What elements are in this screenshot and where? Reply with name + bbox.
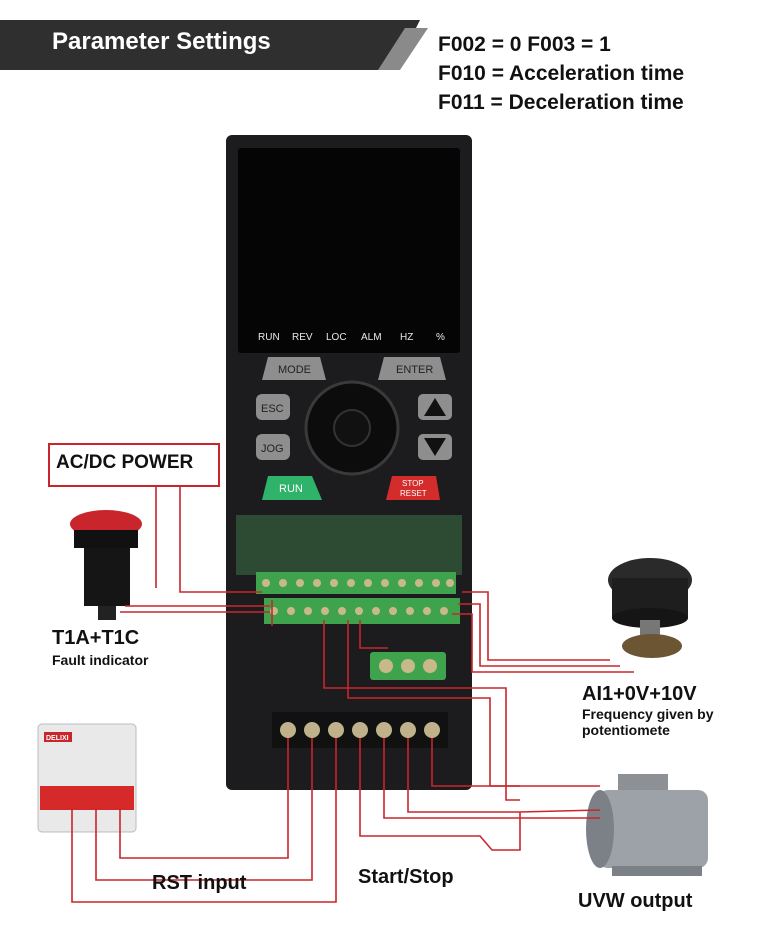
stop-reset-key[interactable] <box>386 476 440 500</box>
motor <box>586 774 708 876</box>
power-terminal-screws <box>280 722 440 738</box>
run-key[interactable] <box>262 476 322 500</box>
ai1-title: AI1+0V+10V <box>582 683 697 705</box>
mode-key[interactable] <box>262 357 326 380</box>
indicator-rev: REV <box>292 332 313 343</box>
drive-display <box>238 148 460 353</box>
vfd-drive: RUN REV LOC ALM HZ % MODE ENTER ESC JOG … <box>226 135 472 790</box>
indicator-run: RUN <box>258 332 280 343</box>
banner-accent <box>378 28 428 70</box>
reset-key-label: RESET <box>400 489 427 498</box>
up-arrow-icon <box>424 398 446 416</box>
indicator-hz: HZ <box>400 332 413 343</box>
jog-key[interactable] <box>256 434 290 460</box>
uvw-output-label: UVW output <box>578 890 693 912</box>
ai1-subtitle-2: potentiomete <box>582 722 670 738</box>
acdc-power-label: AC/DC POWER <box>56 452 194 473</box>
indicator-percent: % <box>436 332 445 343</box>
control-board <box>236 515 462 575</box>
banner-title: Parameter Settings <box>52 28 271 55</box>
potentiometer <box>608 558 692 658</box>
fault-indicator-subtitle: Fault indicator <box>52 652 149 668</box>
mode-key-label: MODE <box>278 364 311 376</box>
terminal-strip-upper <box>256 572 456 594</box>
banner-background <box>0 20 420 70</box>
rst-input-label: RST input <box>152 872 247 894</box>
relay-terminal-screws <box>379 659 437 673</box>
run-key-label: RUN <box>279 483 303 495</box>
wiring <box>71 487 634 903</box>
jog-key-label: JOG <box>261 443 284 455</box>
stop-key-label: STOP <box>402 479 424 488</box>
circuit-breaker: DELIXI <box>37 723 137 833</box>
terminal-screws <box>262 579 454 615</box>
enter-key-label: ENTER <box>396 364 433 376</box>
param-line-3: F011 = Deceleration time <box>438 91 684 114</box>
acdc-power-box <box>48 443 220 487</box>
start-stop-label: Start/Stop <box>358 866 454 888</box>
enter-key[interactable] <box>378 357 446 380</box>
breaker-brand: DELIXI <box>46 735 69 742</box>
knob-center <box>333 409 371 447</box>
esc-key[interactable] <box>256 394 290 420</box>
fault-indicator-title: T1A+T1C <box>52 627 140 649</box>
ai1-subtitle-1: Frequency given by <box>582 706 714 722</box>
down-arrow-icon <box>424 438 446 456</box>
esc-key-label: ESC <box>261 403 284 415</box>
indicator-alm: ALM <box>361 332 382 343</box>
param-line-1: F002 = 0 F003 = 1 <box>438 33 611 56</box>
fault-indicator-lamp <box>70 510 142 620</box>
param-line-2: F010 = Acceleration time <box>438 62 685 85</box>
indicator-loc: LOC <box>326 332 347 343</box>
